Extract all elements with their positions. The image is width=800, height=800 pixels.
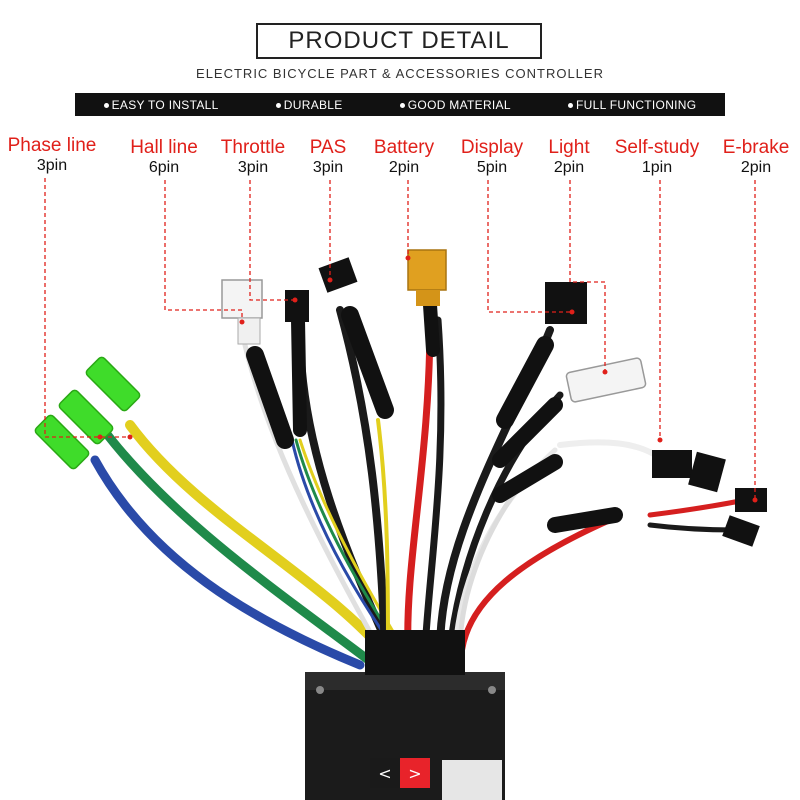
feature-item: EASY TO INSTALL bbox=[103, 98, 219, 112]
label-light: Light 2pin bbox=[548, 137, 590, 176]
feature-item: FULL FUNCTIONING bbox=[568, 98, 696, 112]
label-e-brake: E-brake 2pin bbox=[722, 137, 790, 176]
label-battery: Battery 2pin bbox=[373, 137, 435, 176]
label-hall-line: Hall line 6pin bbox=[130, 137, 198, 176]
page-subtitle: ELECTRIC BICYCLE PART & ACCESSORIES CONT… bbox=[196, 66, 604, 81]
carousel-nav: < > bbox=[370, 758, 430, 788]
prev-button[interactable]: < bbox=[370, 758, 400, 788]
label-display: Display 5pin bbox=[460, 137, 524, 176]
next-button[interactable]: > bbox=[400, 758, 430, 788]
feature-item: GOOD MATERIAL bbox=[399, 98, 511, 112]
label-pas: PAS 3pin bbox=[309, 137, 347, 176]
page-title: PRODUCT DETAIL bbox=[256, 23, 542, 59]
feature-item: DURABLE bbox=[275, 98, 343, 112]
feature-bar: EASY TO INSTALL DURABLE GOOD MATERIAL FU… bbox=[75, 93, 725, 116]
label-self-study: Self-study 1pin bbox=[614, 137, 700, 176]
label-phase-line: Phase line 3pin bbox=[7, 135, 97, 174]
label-throttle: Throttle 3pin bbox=[220, 137, 286, 176]
